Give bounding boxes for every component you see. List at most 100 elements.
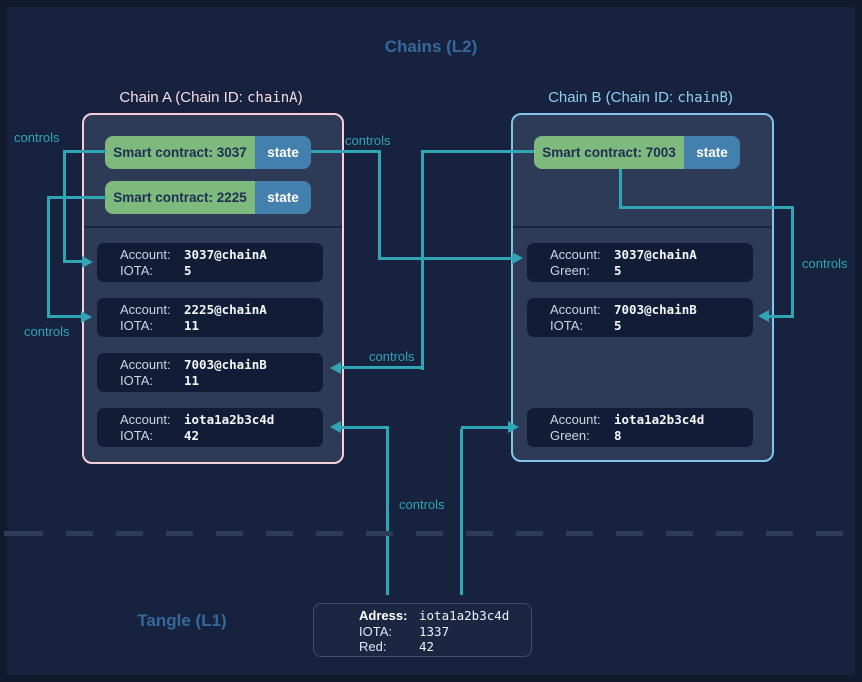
account-row: IOTA: 5 [120, 263, 323, 279]
l1-key: Adress: [359, 608, 408, 623]
l1-value: 42 [419, 639, 435, 654]
layer-separator-dashed-line [0, 531, 862, 536]
account-value: 8 [614, 427, 622, 443]
smart-contract-label: Smart contract: 7003 [534, 136, 684, 169]
connector-line [47, 196, 106, 199]
connector-line [341, 426, 389, 429]
account-row: Green: 5 [550, 263, 753, 279]
account-value: 42 [184, 427, 200, 443]
chain-a-account-3037: Account: 3037@chainA IOTA: 5 [97, 243, 323, 282]
arrow-left-icon [330, 362, 341, 374]
account-row: Account: 7003@chainB [550, 302, 753, 318]
account-value: iota1a2b3c4d [614, 412, 705, 427]
chain-b-account-3037: Account:3037@chainA Green: 5 [527, 243, 753, 282]
account-key: Account: [120, 302, 171, 317]
state-badge: state [255, 136, 311, 169]
l1-value: iota1a2b3c4d [419, 608, 510, 623]
connector-line [341, 366, 423, 369]
connector-line [423, 150, 534, 153]
account-key: Green: [550, 427, 590, 443]
account-key: IOTA: [120, 372, 153, 388]
l1-address-box: Adress: iota1a2b3c4d IOTA: 1337 Red: 42 [313, 603, 532, 657]
controls-label: controls [345, 133, 391, 148]
connector-line [63, 260, 82, 263]
account-key: IOTA: [120, 427, 153, 443]
account-value: 11 [184, 317, 200, 333]
connector-line [619, 169, 622, 209]
chain-b-title: Chain B (Chain ID: chainB) [511, 88, 770, 108]
arrow-right-icon [82, 256, 93, 268]
account-key: IOTA: [120, 262, 153, 278]
account-value: 2225@chainA [184, 302, 267, 317]
account-value: iota1a2b3c4d [184, 412, 275, 427]
connector-line [421, 150, 424, 370]
chain-b-title-suffix: ) [727, 89, 733, 106]
connector-line [386, 429, 389, 595]
l1-section-title: Tangle (L1) [137, 611, 227, 630]
account-row: Account: iota1a2b3c4d [550, 412, 753, 428]
smart-contract-label: Smart contract: 2225 [105, 181, 255, 214]
smart-contract-pill-3037: Smart contract: 3037 state [105, 136, 311, 169]
connector-line [460, 429, 463, 595]
l1-row: Adress: iota1a2b3c4d [359, 608, 531, 624]
account-value: 3037@chainA [184, 247, 267, 262]
chain-a-title-suffix: ) [297, 89, 303, 106]
l2-section-title: Chains (L2) [384, 37, 478, 56]
arrow-left-icon [330, 421, 341, 433]
account-key: Green: [550, 262, 590, 278]
account-key: Account: [550, 412, 601, 427]
controls-label: controls [399, 497, 445, 512]
account-value: 7003@chainB [614, 302, 697, 317]
chain-a-box: Smart contract: 3037 state Smart contrac… [82, 113, 344, 464]
connector-line [378, 150, 381, 260]
connector-line [47, 315, 81, 318]
arrow-left-icon [758, 310, 769, 322]
account-row: IOTA: 5 [550, 318, 753, 334]
l1-key: IOTA: [359, 623, 392, 639]
account-row: IOTA: 11 [120, 373, 323, 389]
account-value: 11 [184, 372, 200, 388]
account-value: 5 [184, 262, 192, 278]
account-value: 5 [614, 262, 622, 278]
chain-b-divider [513, 226, 772, 228]
chain-b-title-code: chainB [677, 90, 728, 106]
account-row: Account: 7003@chainB [120, 357, 323, 373]
arrow-right-icon [81, 311, 92, 323]
arrow-right-icon [508, 421, 519, 433]
account-key: Account: [120, 247, 171, 262]
chain-a-title: Chain A (Chain ID: chainA) [82, 88, 340, 108]
account-key: Account: [120, 357, 171, 372]
account-key: IOTA: [120, 317, 153, 333]
state-badge: state [684, 136, 740, 169]
account-row: Account:3037@chainA [550, 247, 753, 263]
account-key: Account: [550, 302, 601, 317]
l1-row: IOTA: 1337 [359, 624, 531, 640]
smart-contract-pill-2225: Smart contract: 2225 state [105, 181, 311, 214]
controls-label: controls [24, 324, 70, 339]
chain-a-account-2225: Account: 2225@chainA IOTA: 11 [97, 298, 323, 337]
controls-label: controls [369, 349, 415, 364]
connector-line [791, 206, 794, 318]
account-value: 5 [614, 317, 622, 333]
account-key: IOTA: [550, 317, 583, 333]
chain-a-account-7003: Account: 7003@chainB IOTA: 11 [97, 353, 323, 392]
chain-a-title-code: chainA [247, 90, 298, 106]
l1-key: Red: [359, 639, 387, 654]
chain-a-divider [84, 226, 342, 228]
chain-a-title-prefix: Chain A (Chain ID: [119, 89, 247, 106]
controls-label: controls [14, 130, 60, 145]
connector-line [378, 257, 512, 260]
chain-b-account-iota: Account: iota1a2b3c4d Green: 8 [527, 408, 753, 447]
account-row: Account: 2225@chainA [120, 302, 323, 318]
connector-line [47, 196, 50, 318]
account-value: 7003@chainB [184, 357, 267, 372]
account-key: Account: [550, 247, 601, 262]
l1-value: 1337 [419, 623, 450, 639]
connector-line [311, 150, 381, 153]
account-row: Green: 8 [550, 428, 753, 444]
chain-b-account-7003: Account: 7003@chainB IOTA: 5 [527, 298, 753, 337]
smart-contract-pill-7003: Smart contract: 7003 state [534, 136, 740, 169]
connector-line [63, 150, 106, 153]
connector-line [63, 150, 66, 263]
